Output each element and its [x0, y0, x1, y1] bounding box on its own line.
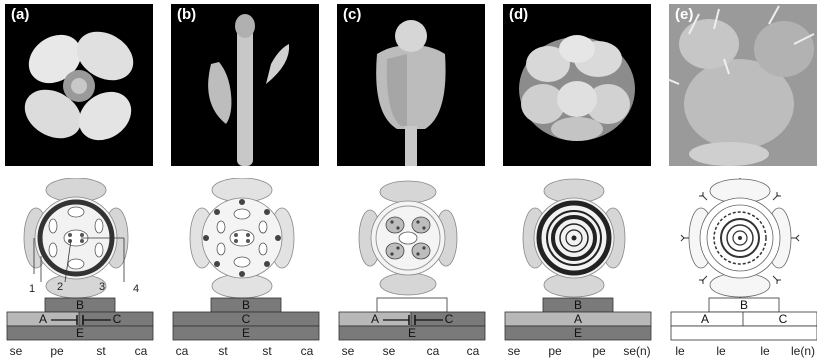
- abc-model-b: B C E ca st st ca: [171, 296, 321, 358]
- floral-diagram-d: [503, 178, 663, 298]
- whorl-label: ca: [176, 344, 189, 358]
- wild-type-flower-photo-icon: [5, 4, 153, 166]
- photo-c: (c): [337, 4, 485, 166]
- bar-label-a: A: [39, 312, 47, 326]
- floral-diagram-a: 1 2 3 4: [5, 178, 165, 298]
- whorl-label: le(n): [791, 344, 815, 358]
- bar-label-b: B: [76, 298, 84, 312]
- abc-model-d: B A E se pe pe se(n): [503, 296, 653, 358]
- photo-a: (a): [5, 4, 153, 166]
- panel-label-e: (e): [675, 6, 693, 23]
- bar-e-absent: [671, 326, 817, 340]
- bar-label-e: E: [574, 326, 582, 340]
- whorl-number-4: 4: [133, 283, 139, 295]
- sepallata-leaf-flower-photo-icon: [669, 4, 817, 166]
- agamous-flower-photo-icon: [503, 4, 651, 166]
- whorl-label: ca: [427, 344, 440, 358]
- bar-label-c: C: [113, 312, 122, 326]
- bar-b-absent: [377, 298, 447, 312]
- whorl-label: pe: [592, 344, 606, 358]
- apetala3-flower-photo-icon: [337, 4, 485, 166]
- photo-d: (d): [503, 4, 651, 166]
- whorl-label: se: [508, 344, 521, 358]
- bar-ac-absent: [671, 312, 817, 326]
- bar-label-e: E: [408, 326, 416, 340]
- abc-model-e: B A C le le le le(n): [669, 296, 817, 358]
- whorl-label: st: [96, 344, 106, 358]
- panel-label-b: (b): [177, 6, 196, 23]
- whorl-label: se(n): [623, 344, 650, 358]
- panel-label-a: (a): [11, 6, 29, 23]
- bar-label-b: B: [242, 298, 250, 312]
- bar-label-b: B: [574, 298, 582, 312]
- panel-label-d: (d): [509, 6, 528, 23]
- floral-diagram-c: [337, 178, 497, 298]
- apetala2-flower-photo-icon: [171, 4, 319, 166]
- bar-label-c: C: [445, 312, 454, 326]
- whorl-label: st: [262, 344, 272, 358]
- whorl-label: se: [342, 344, 355, 358]
- whorl-label: pe: [548, 344, 562, 358]
- whorl-label: ca: [135, 344, 148, 358]
- whorl-label: ca: [467, 344, 480, 358]
- whorl-number-3: 3: [99, 281, 105, 293]
- bar-label-a: A: [574, 312, 582, 326]
- bar-label-a: A: [371, 312, 379, 326]
- whorl-number-2: 2: [57, 281, 63, 293]
- photo-e: (e): [669, 4, 817, 166]
- whorl-label: le: [716, 344, 726, 358]
- floral-diagram-b: [171, 178, 331, 298]
- whorl-label: se: [10, 344, 23, 358]
- bar-label-b: B: [740, 298, 748, 312]
- bar-label-e: E: [242, 326, 250, 340]
- bar-label-c: C: [242, 312, 251, 326]
- whorl-label: le: [675, 344, 685, 358]
- whorl-label: ca: [301, 344, 314, 358]
- whorl-label: pe: [50, 344, 64, 358]
- photo-b: (b): [171, 4, 319, 166]
- bar-label-c: C: [779, 312, 788, 326]
- bar-label-e: E: [76, 326, 84, 340]
- panel-label-c: (c): [343, 6, 361, 23]
- abc-model-c: A C E se se ca ca: [337, 296, 487, 358]
- whorl-number-1: 1: [29, 283, 35, 295]
- abc-model-a: B A C E se pe st ca: [5, 296, 155, 358]
- whorl-label: se: [383, 344, 396, 358]
- floral-diagram-e: [669, 178, 817, 298]
- bar-label-a: A: [701, 312, 709, 326]
- whorl-label: le: [760, 344, 770, 358]
- whorl-label: st: [218, 344, 228, 358]
